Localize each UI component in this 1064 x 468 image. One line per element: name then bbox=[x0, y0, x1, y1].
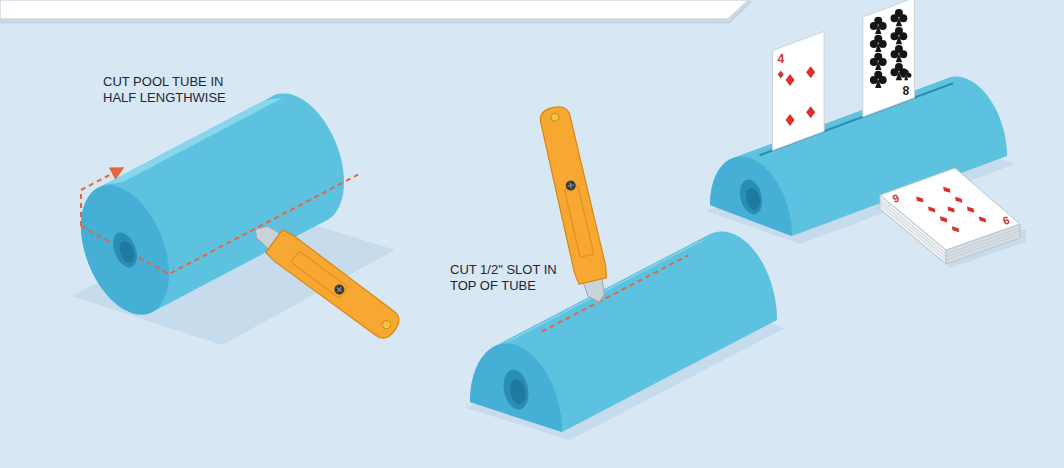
tube-hole bbox=[113, 233, 137, 268]
knife-grip bbox=[291, 251, 348, 298]
club-lobe bbox=[901, 73, 906, 78]
slot-line bbox=[542, 255, 688, 331]
diamond-pip bbox=[967, 207, 974, 213]
club-pip bbox=[901, 70, 912, 81]
club-lobe bbox=[891, 14, 899, 22]
club-lobe bbox=[870, 58, 878, 66]
diamond-pip bbox=[952, 226, 959, 232]
club-lobe bbox=[891, 32, 899, 40]
label-holder: 9 bbox=[891, 191, 901, 206]
club-stem bbox=[875, 25, 881, 34]
diamond-pip bbox=[778, 70, 784, 78]
label-holder: 8 bbox=[903, 81, 910, 96]
card-deck bbox=[880, 168, 1026, 268]
club-stem bbox=[896, 35, 902, 44]
cut-direction-arrow bbox=[81, 170, 120, 226]
diamond-pip bbox=[916, 197, 923, 203]
knife-handle bbox=[537, 104, 608, 285]
utility-knife bbox=[247, 215, 404, 343]
knife-handle bbox=[265, 228, 405, 343]
half-tube bbox=[470, 231, 777, 432]
step-label: CUT POOL TUBE IN HALF LENGTHWISE bbox=[103, 74, 253, 107]
club-lobe bbox=[870, 40, 878, 48]
tube-hole-inner bbox=[510, 379, 526, 404]
playing-card bbox=[773, 31, 825, 150]
club-lobe bbox=[879, 22, 887, 30]
card-rank: 4 bbox=[777, 52, 784, 67]
diamond-pip bbox=[943, 187, 950, 193]
knife-grip bbox=[564, 186, 593, 257]
club-pip bbox=[870, 53, 887, 70]
club-stem bbox=[896, 17, 902, 26]
club-lobe bbox=[906, 73, 911, 78]
card-rank: 8 bbox=[903, 81, 910, 96]
cut-line-dash bbox=[81, 226, 111, 242]
diamond-pip bbox=[806, 106, 815, 118]
club-lobe bbox=[870, 22, 878, 30]
club-pip bbox=[870, 71, 887, 88]
label-holder: 9 bbox=[1001, 213, 1011, 228]
club-lobe bbox=[879, 58, 887, 66]
club-stem bbox=[875, 43, 881, 52]
diamond-pip bbox=[955, 197, 962, 203]
diamond-pip bbox=[806, 66, 815, 78]
club-lobe bbox=[899, 50, 907, 58]
panel-shadow bbox=[0, 1, 751, 22]
diamond-pip bbox=[979, 217, 986, 223]
card-face bbox=[863, 0, 915, 117]
club-pip bbox=[891, 9, 908, 26]
tube-highlight bbox=[104, 98, 283, 185]
club-lobe bbox=[879, 76, 887, 84]
club-stem bbox=[875, 79, 881, 88]
diamond-pip bbox=[928, 206, 935, 212]
club-lobe bbox=[879, 40, 887, 48]
label-holder: 4 bbox=[777, 52, 784, 67]
club-lobe bbox=[870, 76, 878, 84]
club-lobe bbox=[899, 32, 907, 40]
club-stem bbox=[875, 61, 881, 70]
club-pip bbox=[891, 45, 908, 62]
playing-card bbox=[863, 0, 915, 117]
knife-screw-cross bbox=[567, 182, 574, 189]
knife-rivet bbox=[381, 319, 392, 330]
club-lobe bbox=[899, 14, 907, 22]
knife-rivet bbox=[550, 113, 560, 123]
knife-screw-cross bbox=[335, 285, 343, 293]
club-lobe bbox=[891, 50, 899, 58]
tube-hole bbox=[504, 370, 529, 410]
tube-highlight bbox=[734, 80, 948, 160]
tube-body bbox=[470, 231, 777, 432]
knife-screw bbox=[565, 180, 577, 192]
label-holder: CUT 1/2" SLOT IN TOP OF TUBE bbox=[450, 262, 568, 295]
club-lobe bbox=[891, 68, 899, 76]
diamond-pip bbox=[786, 114, 795, 126]
club-stem bbox=[904, 75, 908, 81]
club-pip bbox=[870, 35, 887, 52]
step-label: CUT 1/2" SLOT IN TOP OF TUBE bbox=[450, 262, 568, 295]
club-stem bbox=[896, 53, 902, 62]
diamond-pip bbox=[948, 207, 955, 213]
tube-end-face bbox=[81, 185, 169, 314]
top-panel bbox=[0, 0, 748, 19]
tube-end-face bbox=[710, 157, 792, 236]
club-pip bbox=[891, 27, 908, 44]
diamond-pip bbox=[940, 216, 947, 222]
knife-screw bbox=[332, 283, 346, 297]
diamond-pip bbox=[786, 74, 795, 86]
tube-hole bbox=[740, 180, 762, 214]
card-rank: 9 bbox=[891, 191, 901, 206]
label-holder: CUT POOL TUBE IN HALF LENGTHWISE bbox=[103, 74, 253, 107]
deck-top-card bbox=[880, 168, 1020, 250]
club-pip bbox=[870, 17, 887, 34]
tube-end-face bbox=[470, 343, 562, 432]
tube-hole-inner bbox=[746, 188, 760, 210]
card-face bbox=[773, 31, 825, 150]
card-rank: 9 bbox=[1001, 213, 1011, 228]
tube-hole-inner bbox=[120, 241, 135, 263]
